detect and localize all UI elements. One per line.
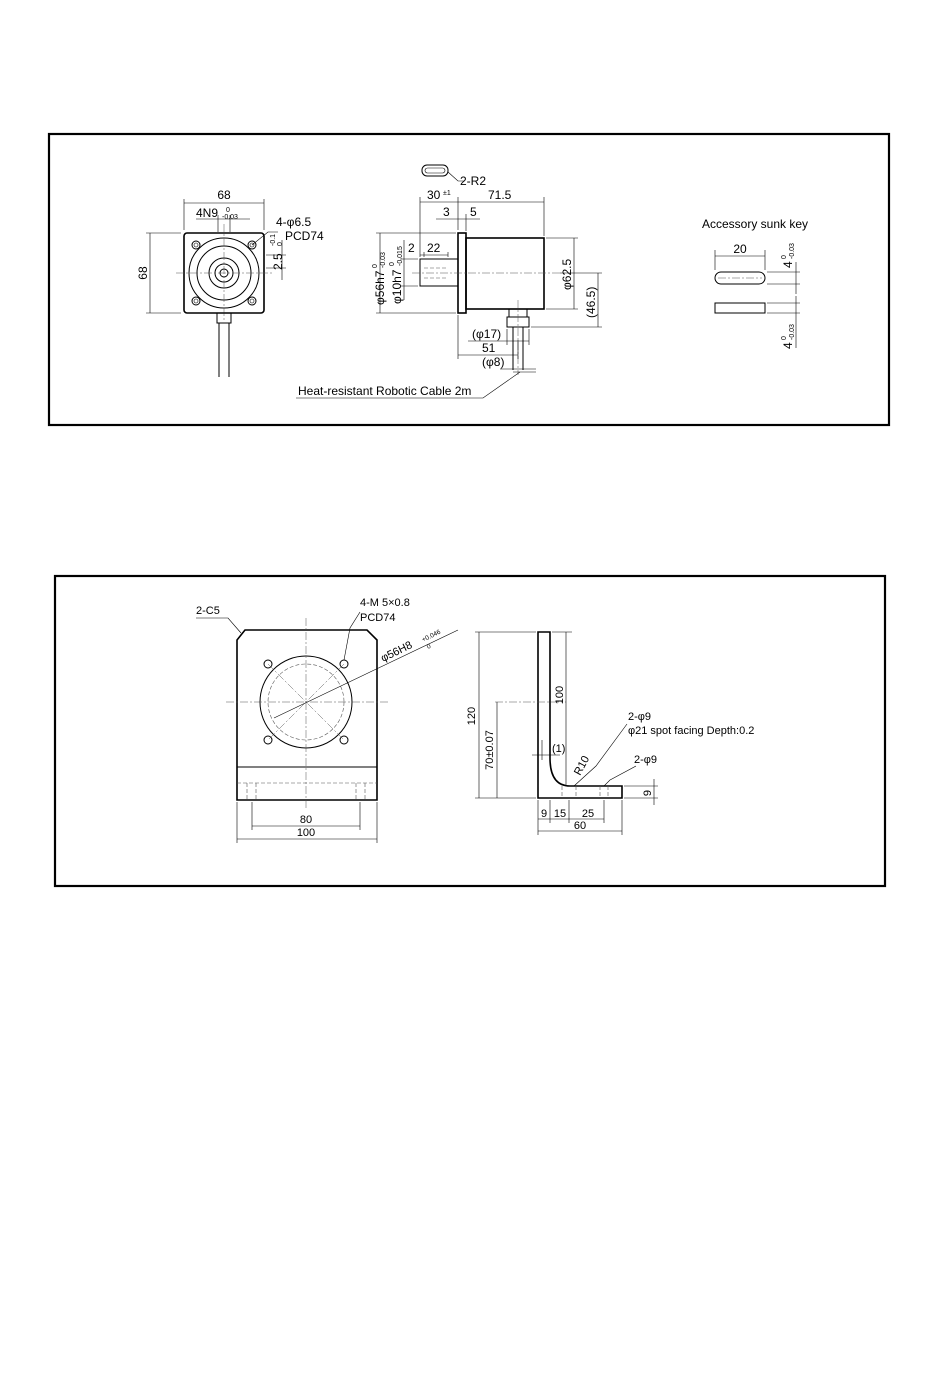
- motor-front-key: 4N9: [196, 206, 218, 220]
- bracket-side-thickness: 9: [642, 790, 654, 796]
- motor-front-key-depth-tol-upper: -0.1: [270, 234, 277, 246]
- motor-front-pcd: PCD74: [285, 229, 324, 243]
- motor-side-pilot-tol-lower: -0.03: [380, 252, 387, 268]
- bracket-front-bore-tol-upper: +0.046: [421, 629, 442, 644]
- motor-side-d3: 3: [443, 205, 450, 219]
- motor-front-holes: 4-φ6.5: [276, 215, 311, 229]
- motor-side-view: [296, 164, 602, 399]
- bracket-frame: [53, 574, 887, 888]
- bracket-side-d15: 15: [554, 808, 566, 820]
- bracket-side-center-height: 70±0.07: [484, 730, 496, 770]
- motor-front-key-depth: 2.5: [271, 253, 285, 270]
- motor-side-shaft: φ10h7: [390, 269, 404, 304]
- motor-side-pilot-tol-upper: 0: [372, 264, 379, 268]
- motor-front-width: 68: [217, 188, 231, 202]
- bracket-front-tap: 4-M 5×0.8: [360, 597, 410, 609]
- accessory-key-h-tol-upper: 0: [781, 336, 788, 340]
- bracket-front-pcd: PCD74: [360, 612, 395, 624]
- motor-side-gland-dia: (φ17): [472, 327, 501, 341]
- bracket-side-upper: 100: [554, 686, 566, 704]
- motor-side-shaft-tol-upper: 0: [389, 262, 396, 266]
- bracket-side-radius: R10: [572, 754, 592, 777]
- bracket-side-spot-face: φ21 spot facing Depth:0.2: [628, 725, 754, 737]
- motor-side-corner: 2-R2: [460, 174, 486, 188]
- motor-side-flange-tol: ±1: [443, 190, 451, 197]
- bracket-side-view: [475, 631, 658, 835]
- accessory-key-w: 4: [781, 261, 795, 268]
- bracket-side-holes-base: 2-φ9: [634, 754, 657, 766]
- motor-front-key-tol-upper: 0: [226, 207, 230, 214]
- accessory-key-w-tol-upper: 0: [781, 255, 788, 259]
- accessory-key-view: [714, 250, 800, 348]
- motor-front-view: [146, 199, 286, 377]
- accessory-key-h-tol-lower: -0.03: [789, 324, 796, 340]
- bracket-side-d25: 25: [582, 808, 594, 820]
- bracket-side-holes-top: 2-φ9: [628, 711, 651, 723]
- bracket-front-chamfer: 2-C5: [196, 605, 220, 617]
- bracket-side-height: 120: [466, 707, 478, 725]
- bracket-side-d9: 9: [541, 808, 547, 820]
- accessory-key-w-tol-lower: -0.03: [789, 243, 796, 259]
- motor-side-flange-len: 30: [427, 188, 441, 202]
- motor-side-body-len: 71.5: [488, 188, 512, 202]
- motor-side-pilot: φ56h7: [373, 270, 387, 305]
- motor-frame: [47, 132, 891, 427]
- bracket-side-base-len: 60: [574, 820, 586, 832]
- accessory-key-title: Accessory sunk key: [702, 217, 808, 231]
- motor-side-d22: 22: [427, 241, 441, 255]
- motor-side-body-dia: φ62.5: [560, 259, 574, 290]
- motor-side-cable-height: (46.5): [584, 287, 598, 318]
- accessory-key-h: 4: [781, 342, 795, 349]
- motor-side-d2: 2: [408, 241, 415, 255]
- bracket-front-width: 100: [297, 827, 315, 839]
- motor-front-key-depth-tol-lower: 0: [277, 242, 284, 246]
- bracket-front-hole-span: 80: [300, 814, 312, 826]
- motor-side-cable-note: Heat-resistant Robotic Cable 2m: [298, 384, 471, 398]
- motor-front-height: 68: [136, 266, 150, 280]
- motor-front-key-tol-lower: -0.03: [222, 214, 238, 221]
- bracket-side-clearance: (1): [552, 743, 565, 755]
- motor-side-cable-dia: (φ8): [482, 355, 504, 369]
- motor-side-shaft-tol-lower: -0.015: [397, 246, 404, 266]
- bracket-front-bore: φ56H8: [379, 639, 414, 664]
- bracket-front-view: [196, 611, 459, 843]
- motor-side-cable-pos: 51: [482, 341, 496, 355]
- accessory-key-len: 20: [733, 242, 747, 256]
- motor-side-d5: 5: [470, 205, 477, 219]
- bracket-front-bore-tol-lower: 0: [426, 643, 433, 651]
